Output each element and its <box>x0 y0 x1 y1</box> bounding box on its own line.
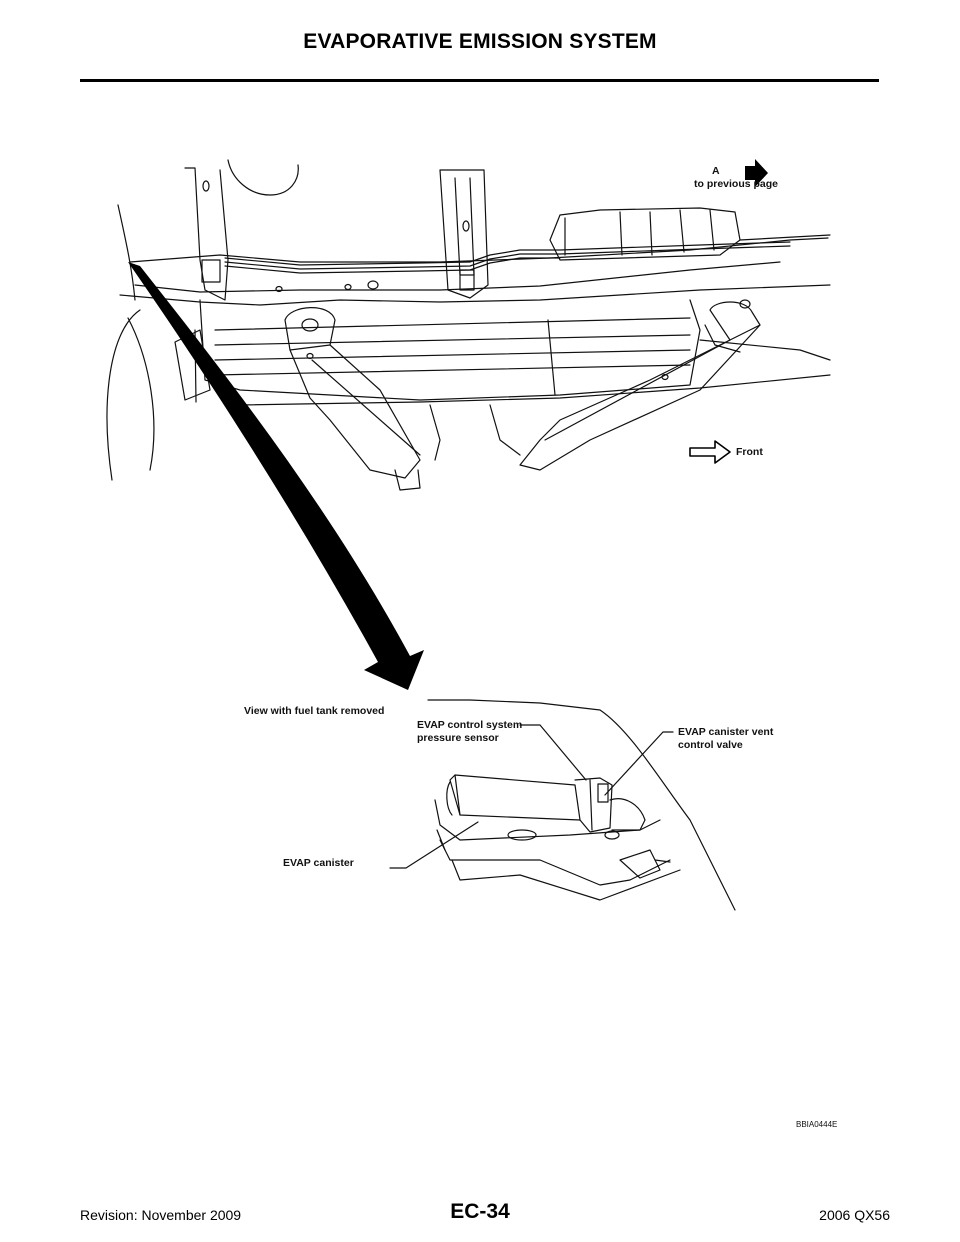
vent-valve-label-line1: EVAP canister vent <box>678 726 774 738</box>
title-divider <box>80 79 879 82</box>
canister-detail-drawing <box>389 699 736 911</box>
vent-valve-label-line2: control valve <box>678 739 743 751</box>
figure-id: BBIA0444E <box>796 1120 838 1129</box>
vehicle-model: 2006 QX56 <box>819 1207 890 1223</box>
callout-a-text: to previous page <box>694 178 779 190</box>
page-title: EVAPORATIVE EMISSION SYSTEM <box>303 30 657 53</box>
canister-label: EVAP canister <box>283 857 354 869</box>
front-arrow-icon <box>689 440 731 464</box>
callout-a-letter: A <box>712 165 720 177</box>
front-label: Front <box>736 446 763 458</box>
arrow-a-icon <box>745 159 768 187</box>
underbody-frame-drawing <box>106 159 831 491</box>
view-link-arrow <box>128 262 424 690</box>
pressure-sensor-label-line2: pressure sensor <box>417 732 499 744</box>
view-note-label: View with fuel tank removed <box>244 705 385 717</box>
vent-valve-label: EVAP canister vent control valve <box>678 726 773 752</box>
pressure-sensor-label: EVAP control system pressure sensor <box>417 719 522 745</box>
pressure-sensor-label-line1: EVAP control system <box>417 719 523 731</box>
revision-date: Revision: November 2009 <box>80 1207 242 1223</box>
page-number: EC-34 <box>450 1200 510 1223</box>
